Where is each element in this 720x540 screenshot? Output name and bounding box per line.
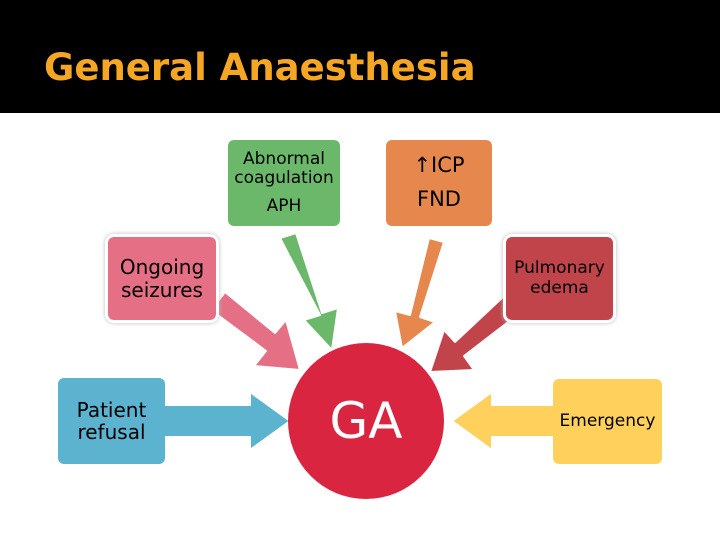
arrow-edema-to-ga — [429, 295, 517, 373]
cause-box-coagulation: Abnormal coagulation APH — [228, 140, 340, 226]
arrow-emergency-to-ga — [451, 391, 557, 451]
cause-seizures-line2: seizures — [121, 277, 203, 302]
arrow-icp-to-ga — [394, 237, 445, 349]
title-bar: General Anaesthesia — [0, 0, 720, 113]
ga-label: GA — [329, 392, 403, 450]
ga-center-circle: GA — [288, 343, 444, 499]
cause-refusal-line2: refusal — [77, 420, 146, 444]
cause-box-seizures: Ongoing seizures — [108, 237, 216, 320]
cause-refusal-line1: Patient — [76, 397, 147, 422]
cause-box-emergency: Emergency — [553, 379, 662, 464]
cause-coagulation-line1: Abnormal — [243, 149, 325, 170]
cause-icp-line1: ↑ICP — [413, 153, 465, 178]
cause-box-icp: ↑ICP FND — [386, 140, 492, 226]
cause-coagulation-line2: coagulation — [234, 168, 334, 189]
arrow-coagulation-to-ga — [279, 232, 339, 351]
arrow-refusal-to-ga — [161, 391, 291, 451]
arrow-seizures-to-ga — [210, 291, 301, 371]
cause-coagulation-line3: APH — [266, 195, 302, 216]
cause-edema-line2: edema — [530, 277, 589, 298]
cause-box-refusal: Patient refusal — [58, 378, 165, 464]
cause-edema-line1: Pulmonary — [514, 258, 605, 279]
cause-icp-line2: FND — [417, 187, 461, 211]
cause-box-edema: Pulmonary edema — [506, 237, 613, 320]
cause-seizures-line1: Ongoing — [119, 255, 205, 280]
cause-emergency-line1: Emergency — [559, 410, 656, 431]
slide-title: General Anaesthesia — [44, 46, 476, 89]
